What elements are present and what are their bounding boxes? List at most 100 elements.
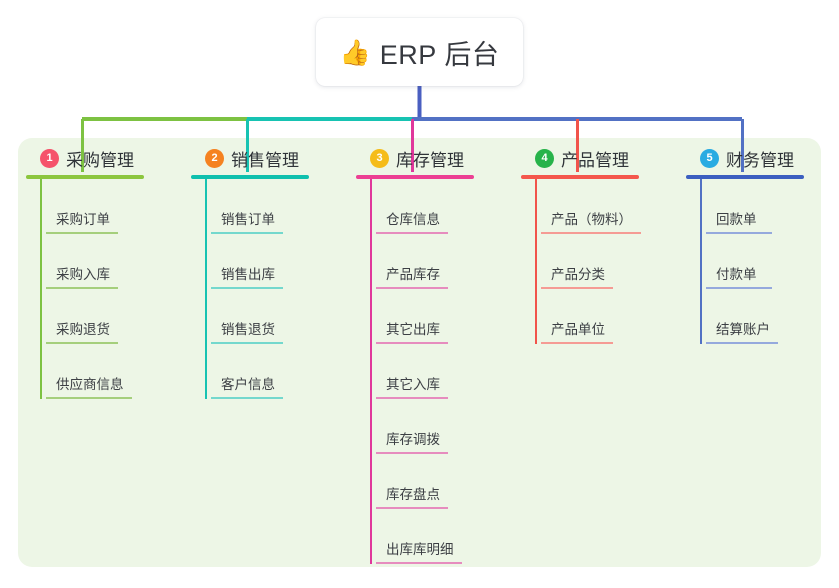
branch-items-1: 采购订单采购入库采购退货供应商信息 xyxy=(26,179,144,399)
branch-header-5[interactable]: 5 财务管理 xyxy=(686,146,804,170)
list-item-underline xyxy=(46,342,118,344)
list-item[interactable]: 采购入库 xyxy=(46,234,144,289)
branch-title-4: 产品管理 xyxy=(561,150,629,170)
branch-column-4[interactable]: 4 产品管理产品（物料） 产品分类产品单位 xyxy=(521,146,641,344)
list-item-label: 库存调拨 xyxy=(386,432,440,447)
list-item-label: 采购退货 xyxy=(56,322,110,337)
list-item[interactable]: 销售出库 xyxy=(211,234,309,289)
list-item[interactable]: 库存调拨 xyxy=(376,399,474,454)
root-node-card[interactable]: 👍 ERP 后台 xyxy=(316,18,523,86)
list-item-label: 付款单 xyxy=(716,267,757,282)
list-item[interactable]: 采购退货 xyxy=(46,289,144,344)
branch-title-5: 财务管理 xyxy=(726,150,794,170)
branch-underline-5 xyxy=(686,175,804,179)
list-item-underline xyxy=(376,287,448,289)
list-item-label: 销售订单 xyxy=(221,212,275,227)
list-item-label: 出库库明细 xyxy=(386,542,454,557)
branch-title-3: 库存管理 xyxy=(396,150,464,170)
branch-items-2: 销售订单销售出库销售退货客户信息 xyxy=(191,179,309,399)
branch-spine-4 xyxy=(535,179,537,344)
branch-title-2: 销售管理 xyxy=(231,150,299,170)
list-item[interactable]: 结算账户 xyxy=(706,289,804,344)
branch-title-1: 采购管理 xyxy=(66,150,134,170)
branch-items-5: 回款单付款单结算账户 xyxy=(686,179,804,344)
list-item-label: 回款单 xyxy=(716,212,757,227)
list-item[interactable]: 产品单位 xyxy=(541,289,641,344)
list-item[interactable]: 产品库存 xyxy=(376,234,474,289)
list-item[interactable]: 出库库明细 xyxy=(376,509,474,564)
list-item-underline xyxy=(541,342,613,344)
list-item-underline xyxy=(211,342,283,344)
list-item[interactable]: 采购订单 xyxy=(46,179,144,234)
list-item[interactable]: 仓库信息 xyxy=(376,179,474,234)
branch-spine-1 xyxy=(40,179,42,399)
list-item-underline xyxy=(541,232,641,234)
list-item-label: 销售出库 xyxy=(221,267,275,282)
list-item[interactable]: 付款单 xyxy=(706,234,804,289)
list-item-label: 采购订单 xyxy=(56,212,110,227)
branch-header-3[interactable]: 3 库存管理 xyxy=(356,146,474,170)
list-item-underline xyxy=(46,397,132,399)
root-node-title: ERP 后台 xyxy=(379,39,500,70)
list-item[interactable]: 库存盘点 xyxy=(376,454,474,509)
list-item-underline xyxy=(376,397,448,399)
list-item-underline xyxy=(211,397,283,399)
list-item-label: 其它出库 xyxy=(386,322,440,337)
branch-badge-2: 2 xyxy=(205,148,224,168)
branch-spine-2 xyxy=(205,179,207,399)
branch-header-1[interactable]: 1 采购管理 xyxy=(26,146,144,170)
list-item[interactable]: 其它入库 xyxy=(376,344,474,399)
list-item-label: 采购入库 xyxy=(56,267,110,282)
branch-column-1[interactable]: 1 采购管理采购订单采购入库采购退货供应商信息 xyxy=(26,146,144,399)
list-item-underline xyxy=(706,287,772,289)
list-item-label: 结算账户 xyxy=(716,322,770,337)
branch-underline-4 xyxy=(521,175,639,179)
list-item-underline xyxy=(706,342,778,344)
branch-badge-5: 5 xyxy=(700,148,719,168)
branch-underline-2 xyxy=(191,175,309,179)
diagram-panel xyxy=(18,138,821,567)
list-item-underline xyxy=(46,287,118,289)
branch-badge-3: 3 xyxy=(370,148,389,168)
list-item[interactable]: 其它出库 xyxy=(376,289,474,344)
list-item[interactable]: 产品分类 xyxy=(541,234,641,289)
branch-badge-1: 1 xyxy=(40,148,59,168)
list-item-underline xyxy=(376,232,448,234)
list-item-label: 产品单位 xyxy=(551,322,605,337)
list-item-label: 产品分类 xyxy=(551,267,605,282)
list-item-underline xyxy=(376,562,462,564)
branch-spine-5 xyxy=(700,179,702,344)
branch-column-5[interactable]: 5 财务管理回款单付款单结算账户 xyxy=(686,146,804,344)
list-item-underline xyxy=(541,287,613,289)
branch-badge-4: 4 xyxy=(535,148,554,168)
list-item-label: 供应商信息 xyxy=(56,377,124,392)
branch-underline-1 xyxy=(26,175,144,179)
branch-column-3[interactable]: 3 库存管理仓库信息产品库存其它出库其它入库库存调拨库存盘点出库库明细 xyxy=(356,146,474,564)
list-item-label: 产品（物料） xyxy=(551,212,632,227)
branch-items-4: 产品（物料） 产品分类产品单位 xyxy=(521,179,641,344)
list-item[interactable]: 供应商信息 xyxy=(46,344,144,399)
list-item-underline xyxy=(376,507,448,509)
list-item-underline xyxy=(46,232,118,234)
list-item-label: 库存盘点 xyxy=(386,487,440,502)
list-item[interactable]: 回款单 xyxy=(706,179,804,234)
list-item[interactable]: 销售订单 xyxy=(211,179,309,234)
list-item-underline xyxy=(376,452,448,454)
branch-header-2[interactable]: 2 销售管理 xyxy=(191,146,309,170)
list-item-label: 仓库信息 xyxy=(386,212,440,227)
branch-items-3: 仓库信息产品库存其它出库其它入库库存调拨库存盘点出库库明细 xyxy=(356,179,474,564)
branch-spine-3 xyxy=(370,179,372,564)
list-item-label: 产品库存 xyxy=(386,267,440,282)
list-item[interactable]: 产品（物料） xyxy=(541,179,641,234)
branch-column-2[interactable]: 2 销售管理销售订单销售出库销售退货客户信息 xyxy=(191,146,309,399)
thumbs-up-icon: 👍 xyxy=(339,37,371,67)
root-node-content: 👍 ERP 后台 xyxy=(340,33,500,72)
list-item[interactable]: 客户信息 xyxy=(211,344,309,399)
list-item-label: 销售退货 xyxy=(221,322,275,337)
list-item[interactable]: 销售退货 xyxy=(211,289,309,344)
list-item-underline xyxy=(211,232,283,234)
list-item-label: 客户信息 xyxy=(221,377,275,392)
branch-header-4[interactable]: 4 产品管理 xyxy=(521,146,641,170)
list-item-underline xyxy=(706,232,772,234)
